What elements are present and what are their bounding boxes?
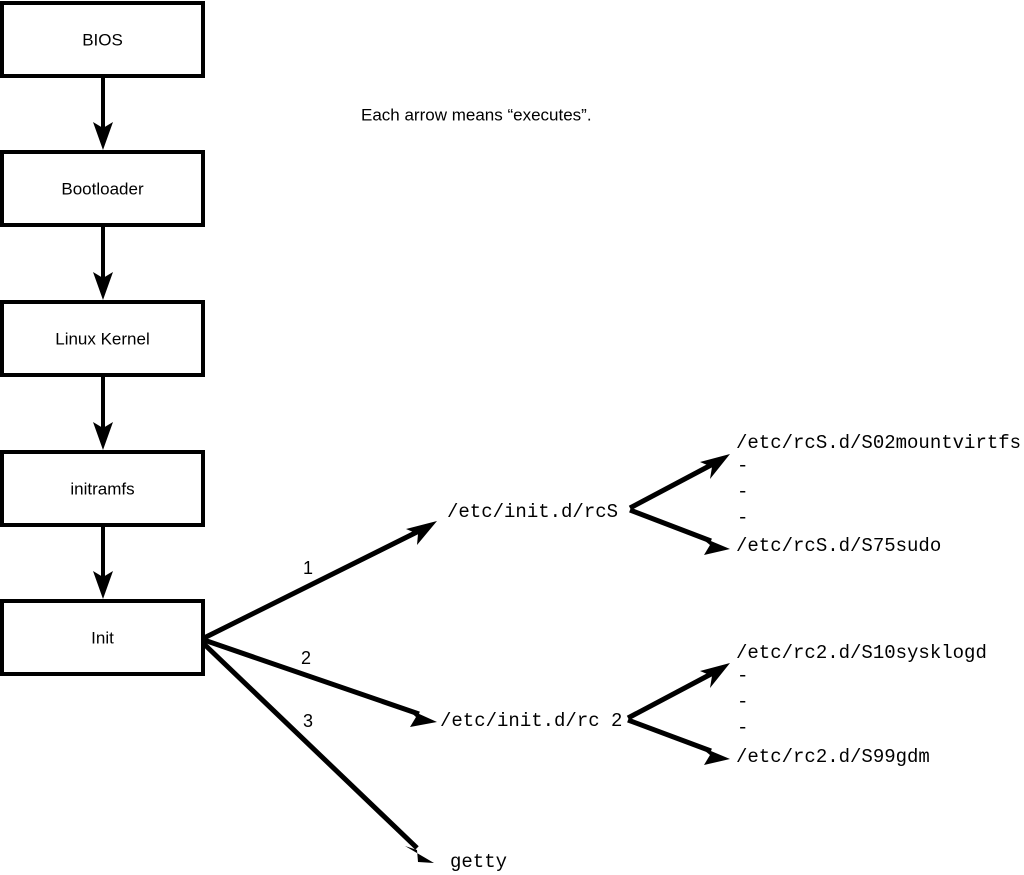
fanout-rcs-scripts: /etc/rcS.d/S02mountvirtfs - - - /etc/rcS… [628,432,1021,557]
branch-target-label[interactable]: getty [450,851,507,873]
box-outline [0,1,205,78]
arrow-head-icon [93,422,113,450]
arrow-head-icon [699,746,730,765]
chain-box-label: Bootloader [61,179,144,198]
chain-box-label: Linux Kernel [55,329,150,348]
ellipsis-dash: - [737,481,748,503]
fanout-rc2-scripts: /etc/rc2.d/S10sysklogd - - - /etc/rc2.d/… [626,642,987,768]
arrow-head-icon [93,571,113,599]
init-branch-2: 2 /etc/init.d/rc 2 [203,637,622,732]
branch-target-label[interactable]: /etc/init.d/rc 2 [440,710,622,732]
fanout-first-label[interactable]: /etc/rcS.d/S02mountvirtfs [736,432,1021,454]
flow-arrow-bios-to-bootloader [93,76,113,150]
arrow-head-icon [93,272,113,300]
flow-arrow-kernel-to-initramfs [93,375,113,450]
chain-box-bios[interactable]: BIOS [0,1,205,78]
arrow-head-icon [405,846,434,863]
branch-number-label: 1 [303,558,313,578]
init-branch-3: 3 getty [202,642,507,873]
ellipsis-dash: - [737,665,748,687]
chain-box-initramfs[interactable]: initramfs [0,450,205,527]
arrow-head-icon [406,521,437,545]
fanout-first-label[interactable]: /etc/rc2.d/S10sysklogd [736,642,987,664]
box-outline [0,599,205,676]
branch-target-label[interactable]: /etc/init.d/rcS [447,501,618,523]
fanout-last-label[interactable]: /etc/rcS.d/S75sudo [736,535,941,557]
chain-box-linux-kernel[interactable]: Linux Kernel [0,300,205,377]
branch-number-label: 2 [301,648,311,668]
arrow-head-icon [406,708,437,727]
ellipsis-dash: - [737,717,748,739]
init-branch-1: 1 /etc/init.d/rcS [202,501,618,641]
ellipsis-dash: - [737,691,748,713]
chain-box-label: BIOS [82,30,123,49]
chain-box-label: initramfs [70,479,134,498]
ellipsis-dash: - [737,507,748,529]
box-outline [0,450,205,527]
flow-arrow-initramfs-to-init [93,525,113,599]
flow-arrow-bootloader-to-kernel [93,225,113,300]
branch-number-label: 3 [303,711,313,731]
chain-box-bootloader[interactable]: Bootloader [0,150,205,227]
chain-box-init[interactable]: Init [0,599,205,676]
legend-note: Each arrow means “executes”. [361,105,592,124]
ellipsis-dash: - [737,455,748,477]
fanout-last-label[interactable]: /etc/rc2.d/S99gdm [736,746,930,768]
arrow-head-icon [699,536,730,555]
chain-box-label: Init [91,628,114,647]
arrow-head-icon [700,663,730,688]
arrow-head-icon [700,454,730,479]
arrow-head-icon [93,122,113,150]
